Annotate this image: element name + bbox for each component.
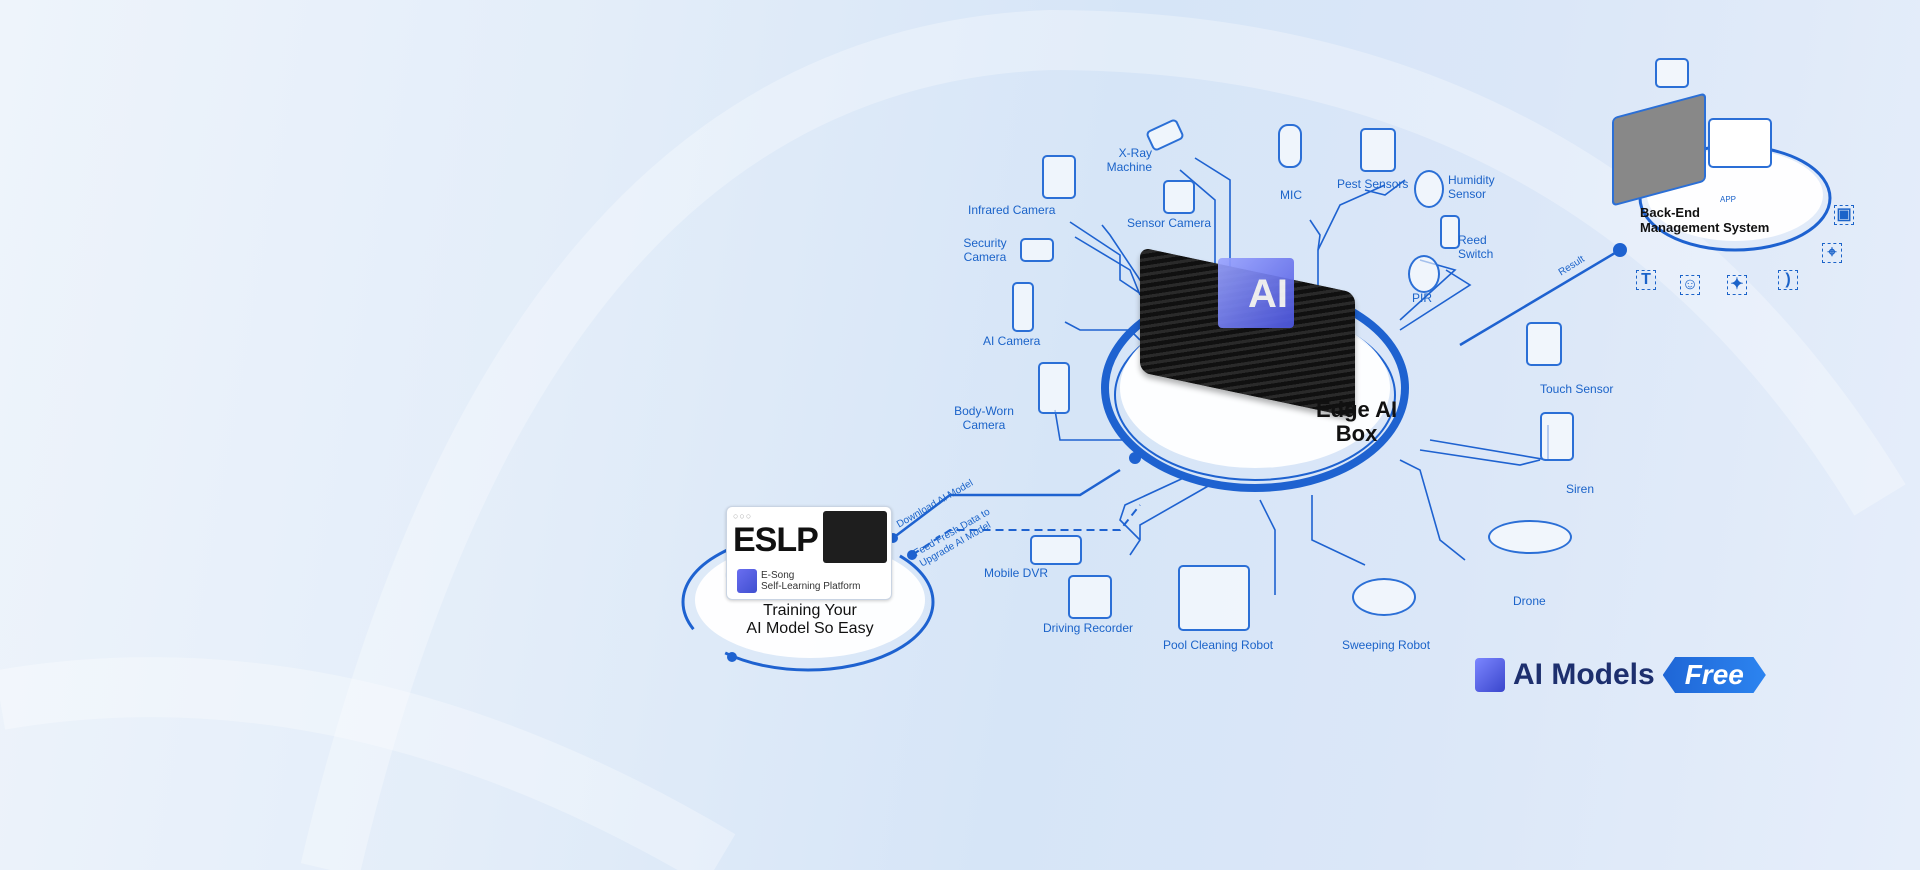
voice-icon: )	[1778, 270, 1798, 290]
window-dots-icon: ○○○	[733, 511, 753, 521]
label-pool: Pool Cleaning Robot	[1163, 638, 1274, 652]
ai-camera-icon	[1012, 282, 1034, 332]
ai-models-text: AI Models	[1513, 658, 1655, 691]
pir-icon	[1408, 255, 1440, 293]
label-sensor-camera: Sensor Camera	[1127, 216, 1212, 230]
free-badge: Free	[1662, 657, 1766, 693]
label-siren: Siren	[1566, 482, 1595, 496]
drone-icon	[1488, 520, 1572, 554]
mobile-dvr-icon	[1030, 535, 1082, 565]
laptop-icon	[1708, 118, 1772, 168]
app-label: APP	[1720, 195, 1737, 204]
title-line: Edge AI	[1316, 397, 1398, 422]
background-arcs	[0, 9, 1906, 870]
label-body-worn: Body-Worn Camera	[954, 404, 1014, 432]
eslp-server-image	[823, 511, 887, 563]
sub-line: Self-Learning Platform	[761, 581, 861, 592]
driving-recorder-icon	[1068, 575, 1112, 619]
label-ai-camera: AI Camera	[983, 334, 1041, 348]
label-humidity: Humidity Sensor	[1448, 173, 1495, 201]
label-driving: Driving Recorder	[1043, 621, 1134, 635]
label-mobile-dvr: Mobile DVR	[984, 566, 1049, 580]
label-touch: Touch Sensor	[1540, 382, 1614, 396]
motion-detection-icon: ✦	[1727, 275, 1747, 295]
eslp-subtitle: E-Song Self-Learning Platform	[761, 570, 861, 592]
label-mic: MIC	[1280, 188, 1302, 202]
touch-sensor-icon	[1526, 322, 1562, 366]
title-line: Management System	[1640, 220, 1770, 235]
mic-icon	[1278, 124, 1302, 168]
eslp-card: ○○○ ESLP E-Song Self-Learning Platform	[726, 506, 892, 600]
body-worn-camera-icon	[1038, 362, 1070, 414]
infrared-camera-icon	[1042, 155, 1076, 199]
sub-line: E-Song	[761, 570, 795, 581]
label-pest: Pest Sensors	[1337, 177, 1409, 191]
eslp-title: ESLP	[733, 521, 819, 559]
text-recognition-icon: T	[1636, 270, 1656, 290]
label-infrared: Infrared Camera	[968, 203, 1056, 217]
label-reed: Reed Switch	[1458, 233, 1494, 261]
alert-icon	[1655, 58, 1689, 88]
label-security: Security Camera	[963, 236, 1007, 264]
title-line: Back-End	[1640, 205, 1700, 220]
title-line: Box	[1335, 421, 1378, 446]
sensor-camera-icon	[1163, 180, 1195, 214]
ai-models-logo-icon	[1475, 658, 1505, 692]
reed-switch-icon	[1440, 215, 1460, 249]
pool-robot-icon	[1178, 565, 1250, 631]
backend-title: Back-End Management System	[1640, 205, 1769, 235]
eslp-tagline: Training Your AI Model So Easy	[730, 602, 890, 638]
label-drone: Drone	[1513, 594, 1546, 608]
tagline-line: Training Your	[763, 602, 857, 619]
humidity-sensor-icon	[1414, 170, 1444, 208]
tagline-line: AI Model So Easy	[746, 620, 874, 637]
pest-sensor-icon	[1360, 128, 1396, 172]
eslp-logo-icon	[737, 569, 757, 593]
label-xray: X-Ray Machine	[1106, 146, 1152, 174]
edge-ai-box-title: Edge AI Box	[1316, 398, 1397, 446]
face-recognition-icon: ☺	[1680, 275, 1700, 295]
security-camera-icon	[1020, 238, 1054, 262]
ai-cube-icon: AI	[1218, 258, 1294, 328]
ai-models-free-badge: AI Models Free	[1475, 657, 1766, 693]
siren-icon	[1540, 412, 1574, 461]
sweeping-robot-icon	[1352, 578, 1416, 616]
label-sweeping: Sweeping Robot	[1342, 638, 1431, 652]
object-detection-icon: ▣	[1834, 205, 1854, 225]
location-icon: ⌖	[1822, 243, 1842, 263]
label-pir: PIR	[1412, 291, 1433, 305]
